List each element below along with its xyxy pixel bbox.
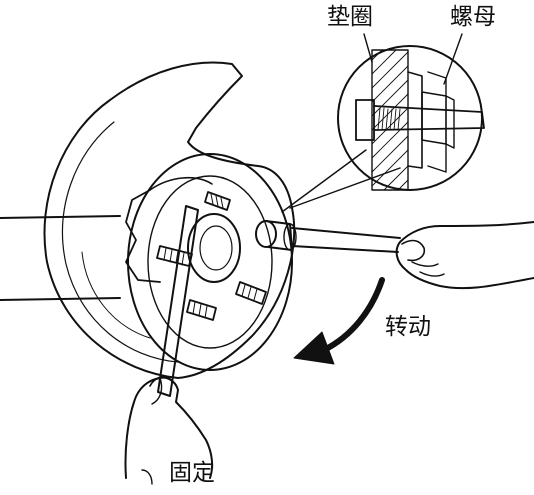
stud-bottom-right: [235, 281, 267, 305]
hub-flange: [125, 153, 293, 371]
rotate-label: 转动: [385, 314, 431, 340]
stud-top: [204, 191, 231, 211]
right-hand: [395, 221, 534, 290]
fixed-label: 固定: [169, 460, 215, 486]
left-hand: [124, 375, 214, 485]
dust-shield: [43, 61, 296, 379]
wrench-right: [291, 227, 401, 253]
stud-bottom-left: [186, 299, 217, 321]
stud-left: [156, 245, 193, 267]
callout-leaders: [281, 149, 401, 213]
axle-shaft: [0, 215, 121, 301]
nut-label: 螺母: [450, 4, 496, 30]
fixing-bar: [157, 205, 199, 397]
washer-label: 垫圈: [327, 4, 373, 30]
bolt-socket: [255, 220, 297, 251]
wheel-studs: [156, 191, 267, 321]
rotation-arrow: [293, 277, 385, 365]
magnified-inset: [337, 33, 485, 191]
